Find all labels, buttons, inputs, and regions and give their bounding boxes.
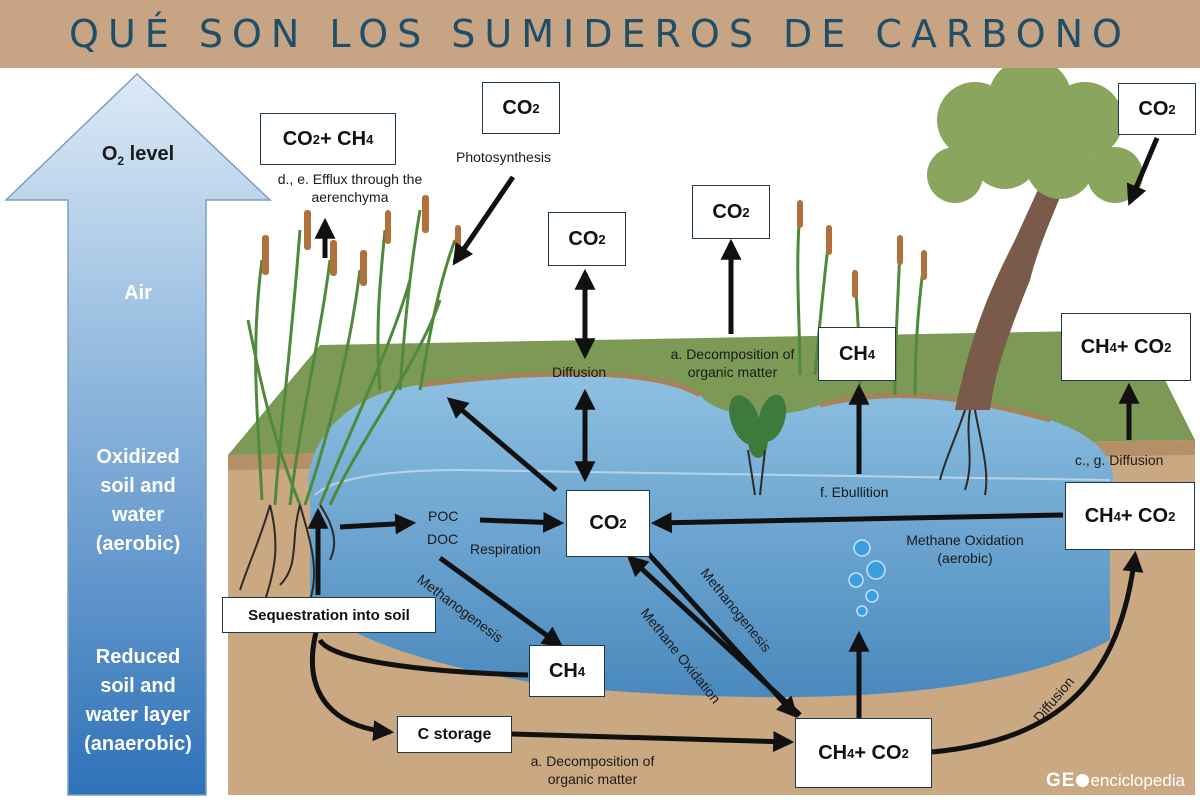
label-photosynthesis: Photosynthesis (456, 149, 551, 165)
title-banner (0, 0, 1200, 68)
o2-label-air: Air (124, 282, 152, 304)
label-respiration: Respiration (470, 541, 541, 557)
label-decomposition-bottom: a. Decomposition of organic matter (530, 753, 655, 787)
aquatic-plant (729, 394, 787, 496)
label-efflux: d., e. Efflux through the aerenchyma (277, 171, 423, 205)
label-ebullition: f. Ebullition (820, 484, 889, 500)
cattail-heads-right (797, 200, 927, 298)
box-sequestration: Sequestration into soil (222, 597, 436, 633)
o2-level-arrow (4, 72, 272, 796)
label-diffusion-right: c., g. Diffusion (1075, 452, 1164, 468)
flow-arrows (307, 137, 1160, 755)
page-title: QUÉ SON LOS SUMIDEROS DE CARBONO (69, 12, 1131, 56)
wetland-scene (4, 68, 1195, 796)
o2-level-title: O2 level (101, 143, 175, 168)
cattail-heads-left (262, 195, 461, 286)
box-c-storage: C storage (397, 716, 512, 753)
reeds-left (246, 209, 457, 506)
o2-label-reduced: Reduced soil and water layer (anaerobic) (84, 646, 192, 755)
label-decomposition-top: a. Decomposition of organic matter (670, 346, 795, 380)
label-diffusion: Diffusion (552, 364, 607, 380)
label-doc: DOC (427, 531, 459, 547)
ebullition-bubbles (848, 539, 886, 617)
label-poc: POC (428, 508, 459, 524)
label-methane-oxidation-aerobic: Methane Oxidation (aerobic) (906, 532, 1024, 566)
o2-label-oxidized: Oxidized soil and water (aerobic) (95, 446, 181, 555)
globe-icon (1076, 774, 1090, 787)
